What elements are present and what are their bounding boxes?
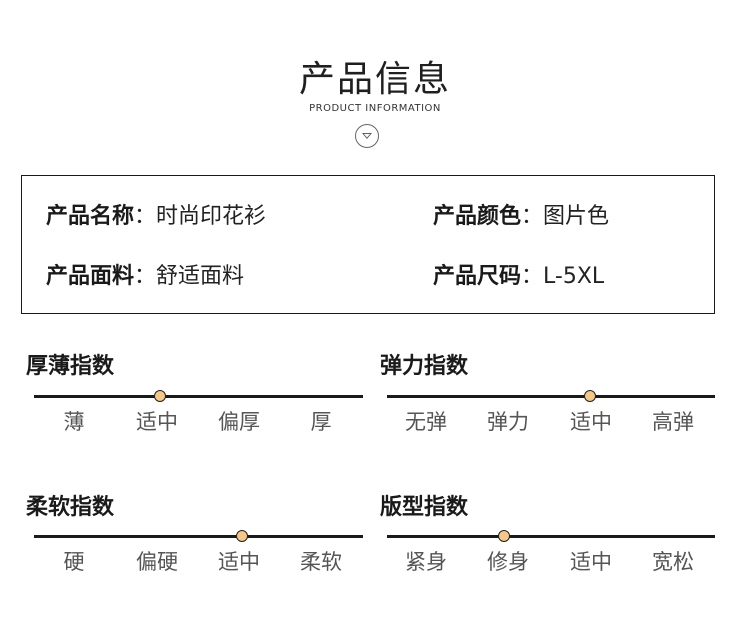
scale-label: 适中 <box>570 410 612 434</box>
product-size-row: 产品尺码：L-5XL <box>433 258 604 290</box>
scale-track-softness <box>34 535 363 538</box>
product-size-label: 产品尺码 <box>433 264 522 289</box>
product-name-row: 产品名称：时尚印花衫 <box>46 198 266 230</box>
product-info-box <box>21 175 715 314</box>
scale-label: 修身 <box>487 550 529 574</box>
product-color-row: 产品颜色：图片色 <box>433 198 609 230</box>
scale-title-softness: 柔软指数 <box>26 495 115 520</box>
scale-track-elasticity <box>387 395 715 398</box>
product-fabric-row: 产品面料：舒适面料 <box>46 258 244 290</box>
scale-label: 偏硬 <box>136 550 178 574</box>
scale-label: 无弹 <box>405 410 447 434</box>
scale-track-fit <box>387 535 715 538</box>
scale-track-thickness <box>34 395 363 398</box>
scale-label: 硬 <box>63 550 85 574</box>
page-subtitle: PRODUCT INFORMATION <box>309 103 441 114</box>
scale-label: 宽松 <box>652 550 694 574</box>
product-color-value: ：图片色 <box>521 204 610 229</box>
product-name-label: 产品名称 <box>46 204 135 229</box>
scale-label: 适中 <box>570 550 612 574</box>
product-fabric-value: ：舒适面料 <box>134 264 245 289</box>
product-fabric-label: 产品面料 <box>46 264 135 289</box>
product-name-value: ：时尚印花衫 <box>134 204 267 229</box>
scale-label: 薄 <box>63 410 85 434</box>
scale-label: 高弹 <box>652 410 694 434</box>
scale-title-elasticity: 弹力指数 <box>380 354 469 379</box>
scale-marker-thickness <box>154 390 166 402</box>
page-title: 产品信息 <box>298 59 451 100</box>
scale-label: 弹力 <box>487 410 529 434</box>
scale-marker-fit <box>498 530 510 542</box>
scale-marker-elasticity <box>584 390 596 402</box>
scale-label: 适中 <box>218 550 260 574</box>
scale-label: 适中 <box>136 410 178 434</box>
scale-label: 紧身 <box>405 550 447 574</box>
chevron-down-circle-icon <box>355 124 379 148</box>
scale-label: 厚 <box>310 410 332 434</box>
scale-label: 偏厚 <box>218 410 260 434</box>
product-color-label: 产品颜色 <box>433 204 522 229</box>
scale-marker-softness <box>236 530 248 542</box>
scale-title-fit: 版型指数 <box>380 495 469 520</box>
product-size-value: ：L-5XL <box>521 264 605 289</box>
scale-label: 柔软 <box>300 550 342 574</box>
scale-title-thickness: 厚薄指数 <box>26 354 115 379</box>
